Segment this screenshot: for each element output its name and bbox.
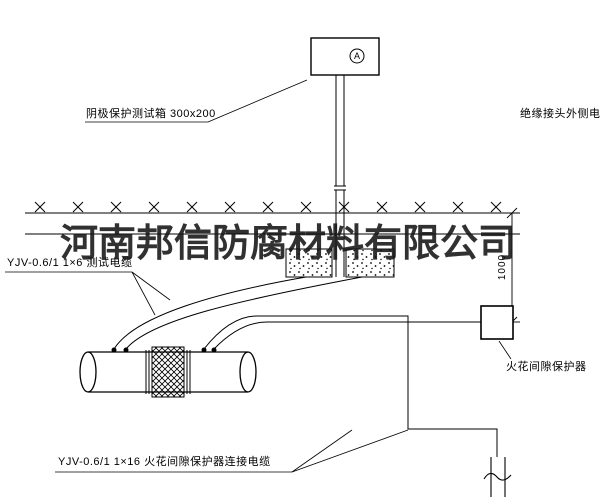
spark-cable-label-leader [55,429,409,473]
spark-gap-protector-label: 火花间隙保护器 [506,361,587,373]
test-box-label-leader [85,79,308,123]
cable-weld-points [111,347,217,353]
test-cable-label-leader [5,271,171,316]
company-watermark: 河南邦信防腐材料有限公司 [60,223,517,265]
riser-conduit [334,75,346,277]
spark-gap-cables [203,315,498,457]
ammeter-symbol: A [353,51,360,61]
test-cable-label: YJV-0.6/1 1×6 测试电缆 [7,257,133,269]
test-box [310,37,380,76]
cable-break-symbol [483,457,512,497]
concrete-block-left [285,248,333,278]
ground-hatch [34,201,502,213]
insulated-joint-cable-label: 绝缘接头外侧电缆 [520,108,600,120]
spark-gap-protector-box [480,305,514,340]
concrete-block-right [345,248,395,278]
test-cables [113,276,363,350]
insulating-flange [145,346,191,398]
spark-gap-label-leader [498,340,512,360]
spark-gap-cable-label: YJV-0.6/1 1×16 火花间隙保护器连接电缆 [58,456,271,468]
test-box-label: 阴极保护测试箱 300x200 [86,108,216,120]
